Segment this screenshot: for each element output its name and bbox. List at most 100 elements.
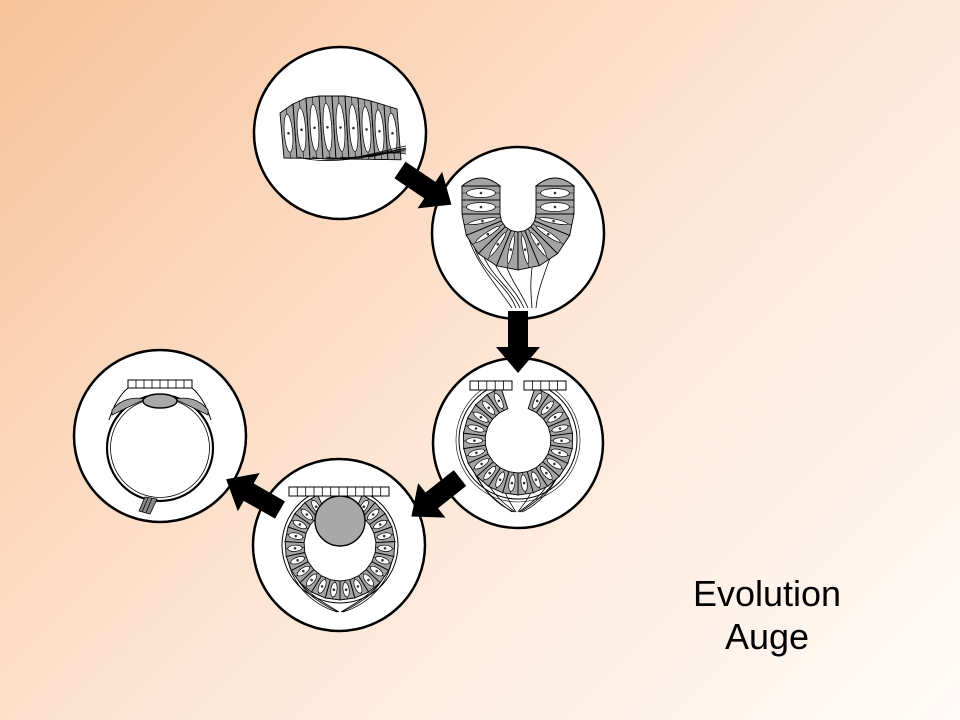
stage-4-lens bbox=[314, 495, 366, 547]
stage-5-frame bbox=[72, 348, 248, 524]
cell-nucleus bbox=[381, 559, 384, 562]
cell-nucleus bbox=[481, 219, 484, 223]
nerve-fiber bbox=[530, 267, 533, 309]
cell-nucleus bbox=[298, 523, 302, 526]
cell-nucleus bbox=[310, 578, 313, 582]
cell-nucleus bbox=[339, 126, 342, 129]
cell-nucleus bbox=[475, 451, 478, 455]
stage-1-light-sensitive-patch bbox=[252, 45, 428, 221]
cell-nucleus bbox=[558, 427, 562, 430]
cell-nucleus bbox=[391, 132, 394, 135]
stage-1-nerve-fibers bbox=[297, 145, 407, 161]
pigment-layer bbox=[458, 383, 578, 500]
cell-nucleus bbox=[553, 415, 557, 419]
cell-nucleus bbox=[488, 471, 492, 475]
cell-nucleus bbox=[546, 406, 549, 410]
cell-nucleus bbox=[305, 513, 309, 516]
cell-nucleus bbox=[362, 505, 366, 509]
nerve-fiber bbox=[367, 148, 407, 158]
cell-nucleus bbox=[375, 569, 379, 573]
arrow-stage-1-to-2 bbox=[394, 161, 452, 209]
cell-nucleus bbox=[479, 191, 483, 195]
cell-nucleus bbox=[314, 505, 318, 509]
cell-nucleus bbox=[474, 427, 478, 430]
cell-nucleus bbox=[560, 439, 563, 443]
cell-nucleus bbox=[296, 559, 299, 562]
cell-nucleus bbox=[558, 451, 561, 455]
stage-3-frame bbox=[431, 356, 605, 530]
cell-nucleus bbox=[479, 205, 483, 209]
cell-nucleus bbox=[302, 569, 305, 573]
caption-line-2: Auge bbox=[724, 616, 810, 657]
nerve-fiber bbox=[325, 145, 407, 159]
cell-nucleus bbox=[371, 513, 375, 516]
cell-nucleus bbox=[293, 547, 297, 550]
cell-nucleus bbox=[497, 399, 501, 403]
cell-nucleus bbox=[326, 126, 329, 129]
optic-nerve bbox=[138, 496, 158, 515]
cell-nucleus bbox=[473, 439, 476, 443]
cell-nucleus bbox=[486, 232, 490, 236]
caption: Evolution Auge bbox=[687, 572, 847, 658]
cell-nucleus bbox=[523, 248, 527, 251]
cell-nucleus bbox=[352, 126, 355, 130]
arrow-stage-3-to-4 bbox=[411, 470, 467, 518]
cell-nucleus bbox=[344, 588, 348, 591]
cell-nucleus bbox=[487, 406, 491, 410]
nerve-fiber bbox=[141, 497, 149, 513]
cell-nucleus bbox=[294, 534, 298, 538]
stage-4-retina bbox=[281, 491, 399, 604]
cell-nucleus bbox=[378, 130, 381, 133]
cell-nucleus bbox=[509, 248, 513, 251]
cell-nucleus bbox=[552, 219, 555, 223]
stage-2-eye-cup bbox=[430, 145, 606, 321]
outer-layer bbox=[455, 386, 581, 503]
nerve-fiber bbox=[481, 251, 521, 309]
epithelium-strip-right bbox=[523, 380, 567, 391]
cell-nucleus bbox=[313, 126, 316, 130]
stage-4-lens-eye bbox=[251, 457, 427, 633]
nerve-fiber bbox=[517, 491, 532, 513]
arrow-stage-4-to-5 bbox=[226, 473, 285, 519]
nerve-fiber bbox=[535, 257, 551, 309]
stage-3-pinhole-eye bbox=[431, 356, 605, 530]
cell-nucleus bbox=[480, 462, 483, 466]
stage-2-retina bbox=[461, 185, 575, 271]
cell-nucleus bbox=[522, 481, 526, 485]
nerve-fiber bbox=[504, 491, 517, 513]
cell-nucleus bbox=[535, 399, 539, 403]
epithelium-strip-left bbox=[469, 380, 513, 391]
cell-nucleus bbox=[553, 191, 557, 195]
cell-nucleus bbox=[498, 478, 502, 482]
cell-nucleus bbox=[545, 471, 548, 475]
cell-nucleus bbox=[479, 415, 483, 419]
cell-nucleus bbox=[553, 205, 557, 209]
cell-nucleus bbox=[534, 478, 538, 482]
nerve-fiber bbox=[340, 584, 379, 613]
cell-nucleus bbox=[383, 547, 387, 550]
nerve-fiber bbox=[506, 267, 529, 309]
stage-3-epithelium bbox=[469, 380, 567, 391]
caption-line-1: Evolution bbox=[692, 573, 842, 614]
cell-nucleus bbox=[382, 534, 386, 538]
optic-nerve-fibers bbox=[141, 497, 153, 514]
cell-nucleus bbox=[287, 132, 290, 135]
stage-1-epithelium bbox=[279, 95, 402, 161]
cell-nucleus bbox=[300, 128, 303, 131]
stage-5-lens bbox=[142, 393, 178, 409]
cell-nucleus bbox=[365, 128, 368, 131]
nerve-fiber bbox=[339, 151, 407, 158]
nerve-fiber bbox=[353, 152, 407, 158]
cell-nucleus bbox=[553, 462, 556, 466]
cell-nucleus bbox=[546, 232, 550, 236]
cell-nucleus bbox=[367, 578, 370, 582]
cell-nucleus bbox=[378, 523, 382, 526]
cell-nucleus bbox=[332, 588, 336, 591]
arrows bbox=[226, 161, 540, 519]
cell-nucleus bbox=[320, 585, 324, 588]
eyeball-front-right bbox=[191, 387, 212, 421]
pigment-layer bbox=[281, 491, 399, 604]
arrow-stage-2-to-3 bbox=[496, 311, 540, 373]
